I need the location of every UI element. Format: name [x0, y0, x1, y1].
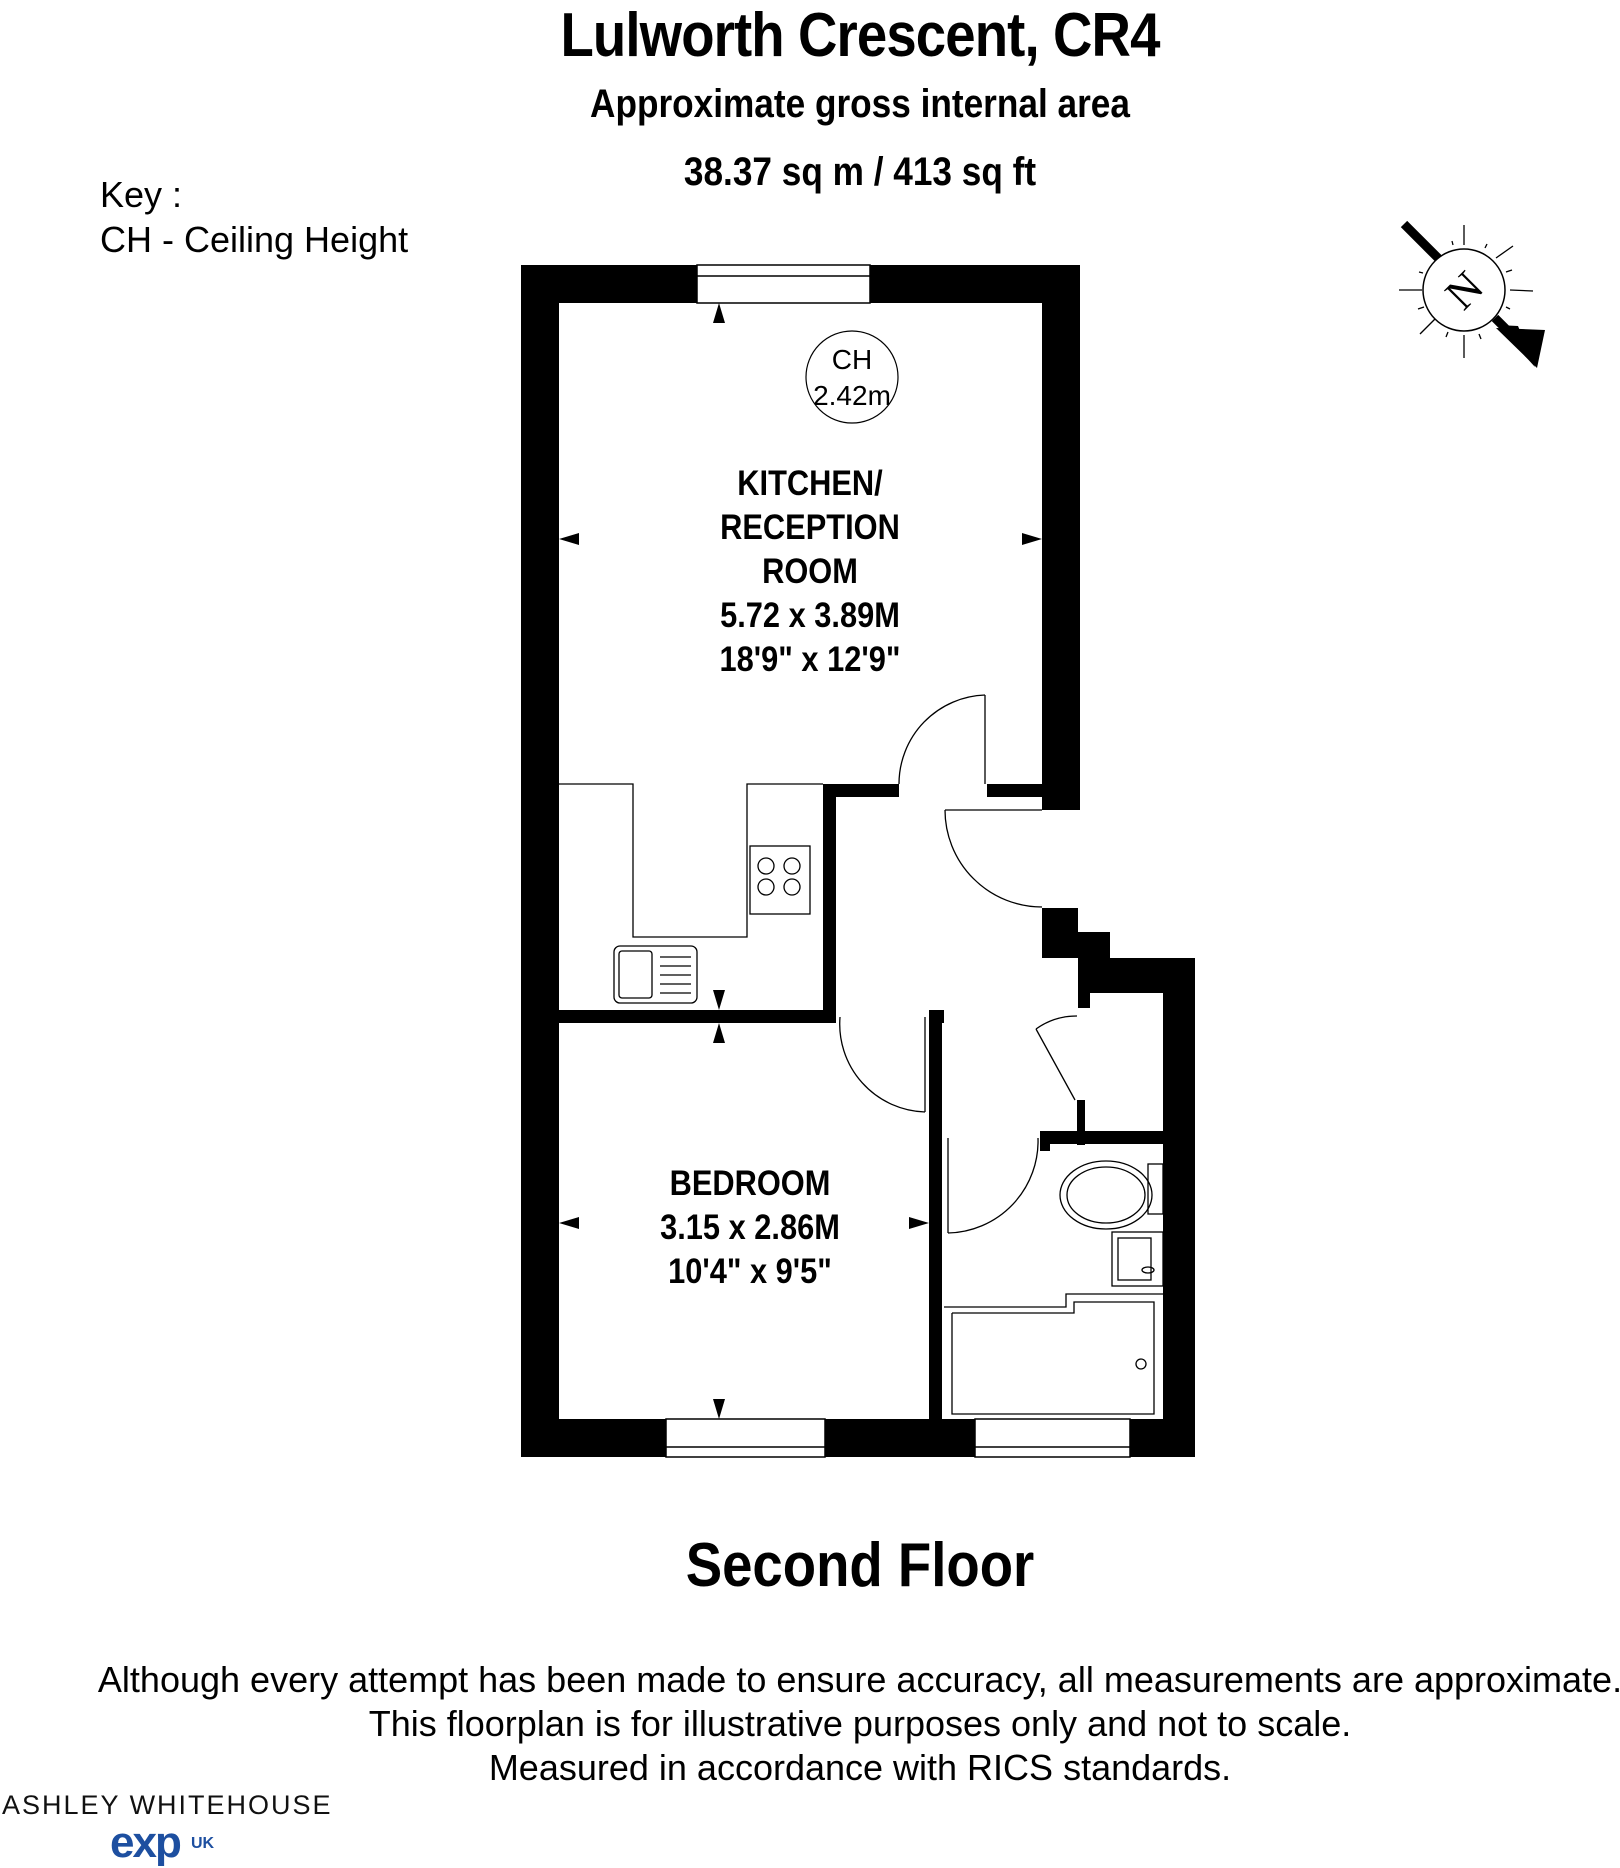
north-arrow-icon: N	[1399, 220, 1545, 368]
disclaimer-line: Although every attempt has been made to …	[97, 1659, 1620, 1700]
room-dimensions-metric: 5.72 x 3.89M	[720, 596, 900, 635]
room-bedroom: BEDROOM 3.15 x 2.86M 10'4" x 9'5"	[618, 1162, 882, 1294]
ch-value: 2.42m	[813, 380, 891, 411]
room-kitchen-reception: KITCHEN/ RECEPTION ROOM 5.72 x 3.89M 18'…	[660, 462, 959, 682]
room-name-line: RECEPTION	[720, 508, 900, 547]
basin-icon	[1111, 1231, 1164, 1287]
toilet-icon	[1059, 1160, 1153, 1230]
room-name-line: BEDROOM	[669, 1164, 831, 1203]
ceiling-height-label: CH 2.42m	[806, 342, 898, 414]
doors	[839, 694, 1078, 1234]
area-subtitle: Approximate gross internal area	[590, 82, 1130, 126]
plan-title: Lulworth Crescent, CR4	[560, 1, 1160, 70]
gross-area: 38.37 sq m / 413 sq ft	[683, 150, 1037, 194]
exp-region: UK	[191, 1835, 215, 1852]
room-dimensions-imperial: 18'9" x 12'9"	[719, 640, 901, 679]
walls	[521, 265, 1195, 1457]
room-name-line: KITCHEN/	[737, 464, 883, 503]
key-heading: Key :	[100, 174, 183, 215]
room-dimensions-metric: 3.15 x 2.86M	[660, 1208, 840, 1247]
bathroom-fixtures	[944, 1160, 1164, 1415]
dimension-arrows	[559, 303, 1042, 1419]
key-item-ceiling-height: CH - Ceiling Height	[100, 219, 409, 260]
floor-label: Second Floor	[685, 1531, 1035, 1600]
legend-key: Key : CH - Ceiling Height	[100, 172, 408, 262]
agency-logo: ASHLEY WHITEHOUSE	[2, 1790, 333, 1820]
hob-icon	[749, 845, 811, 915]
bath-icon	[944, 1293, 1163, 1308]
toilet-cistern-icon	[1147, 1163, 1164, 1215]
kitchen-units	[559, 783, 823, 1004]
room-dimensions-imperial: 10'4" x 9'5"	[668, 1252, 832, 1291]
exp-logo: exp	[110, 1818, 182, 1867]
ch-abbrev: CH	[831, 344, 873, 375]
disclaimer-line: This floorplan is for illustrative purpo…	[368, 1703, 1352, 1744]
room-name-line: ROOM	[762, 552, 858, 591]
windows	[665, 264, 1131, 1458]
disclaimer-line: Measured in accordance with RICS standar…	[488, 1747, 1232, 1788]
disclaimer: Although every attempt has been made to …	[0, 1658, 1620, 1790]
sink-icon	[613, 945, 698, 1004]
ceiling-height-marker	[805, 330, 899, 424]
